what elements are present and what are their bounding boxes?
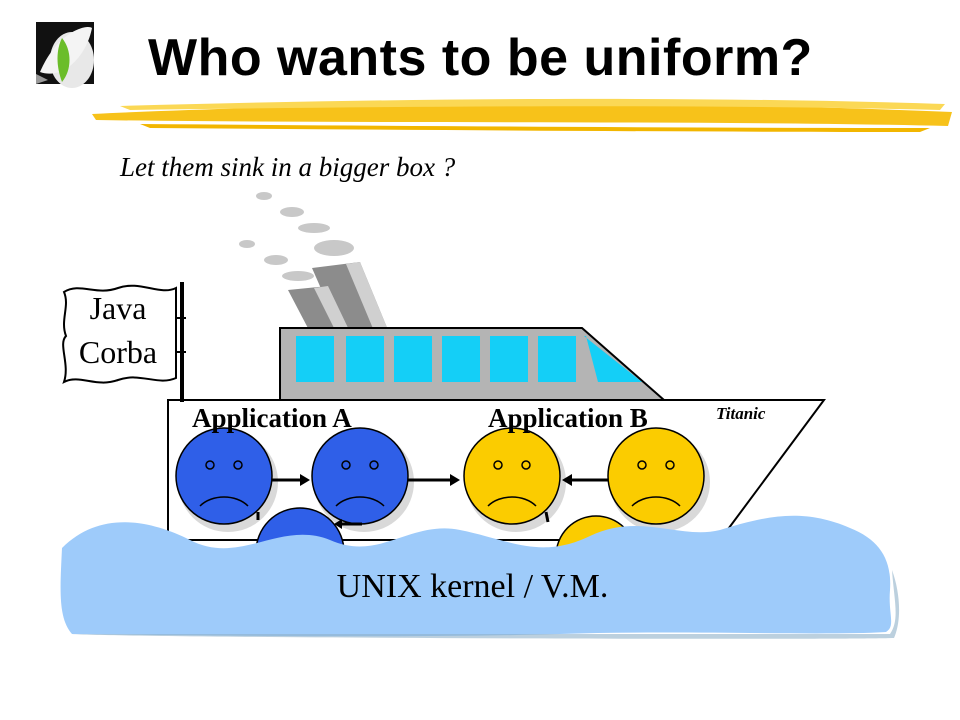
- face-b1: [463, 427, 566, 532]
- face-a2: [311, 427, 414, 532]
- smoke-icon: [239, 192, 354, 281]
- flag-label-java: Java: [89, 290, 147, 326]
- face-b2: [607, 427, 710, 532]
- sea-wave: [60, 515, 892, 637]
- slide-title: Who wants to be uniform?: [148, 29, 813, 87]
- flag-label-corba: Corba: [78, 334, 158, 370]
- application-a-label: Application A: [192, 403, 352, 433]
- face-a1: [175, 427, 278, 532]
- ship-name-label: Titanic: [716, 404, 766, 423]
- application-b-label: Application B: [488, 403, 648, 433]
- slide-subtitle: Let them sink in a bigger box ?: [120, 152, 456, 182]
- flag-shape: [62, 284, 177, 384]
- sea-label: UNIX kernel / V.M.: [336, 568, 609, 605]
- arrow-icon: [272, 474, 608, 486]
